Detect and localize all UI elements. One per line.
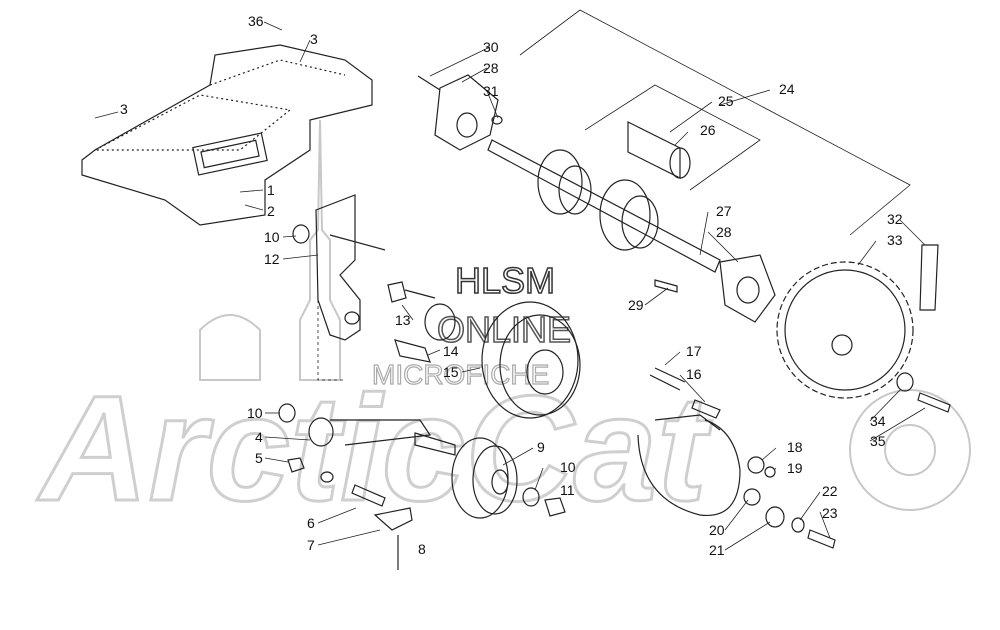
callout-18: 18 <box>787 439 803 455</box>
callout-33: 33 <box>887 232 903 248</box>
callout-3b: 3 <box>120 101 128 117</box>
watermark: ArcticCat HLSM ONLINE MICROFICHE <box>35 119 971 534</box>
callouts: 36 3 3 1 2 10 12 13 14 15 10 4 5 6 7 8 9… <box>120 13 903 558</box>
washer-20 <box>743 488 761 506</box>
idler-pulley-inner <box>472 445 518 515</box>
bolt-13 <box>387 281 436 303</box>
washer-21 <box>765 506 785 528</box>
watermark-logo: ArcticCat <box>36 364 713 532</box>
sprocket <box>776 261 914 399</box>
washer-19 <box>764 466 776 478</box>
nut-5b <box>320 471 334 483</box>
bolt-9 <box>414 432 456 456</box>
pin-17 <box>649 367 686 391</box>
callout-15: 15 <box>443 364 459 380</box>
bolt-23 <box>807 529 836 549</box>
callout-17: 17 <box>686 343 702 359</box>
callout-34: 34 <box>870 413 886 429</box>
flange-bushing <box>308 417 334 447</box>
watermark-wheel <box>849 389 971 511</box>
brake-band <box>637 419 741 517</box>
washer-10a <box>292 224 310 244</box>
bearing-flange-right <box>719 254 776 323</box>
callout-10c: 10 <box>560 459 576 475</box>
washer-10c <box>522 487 540 507</box>
idler-pulley-hub <box>491 469 509 495</box>
watermark-line-1: HLSM <box>455 260 555 301</box>
callout-4: 4 <box>255 429 263 445</box>
callout-7: 7 <box>307 537 315 553</box>
bolt-14 <box>394 339 431 363</box>
brake-band-top <box>654 414 721 431</box>
bracket <box>315 194 361 341</box>
callout-1: 1 <box>267 182 275 198</box>
bolt-30 <box>417 75 441 91</box>
nut-5 <box>287 457 305 473</box>
callout-35: 35 <box>870 433 886 449</box>
bearing-bore-right <box>736 276 760 304</box>
pin-16 <box>691 399 721 419</box>
shaft-assembly <box>487 139 721 273</box>
watermark-dome <box>199 314 261 381</box>
callout-25: 25 <box>718 93 734 109</box>
callout-19: 19 <box>787 460 803 476</box>
callout-22: 22 <box>822 483 838 499</box>
callout-14: 14 <box>443 343 459 359</box>
bracket-plate <box>330 419 432 446</box>
callout-5: 5 <box>255 450 263 466</box>
tube-end <box>669 147 691 179</box>
bearing-flange-top <box>434 74 499 151</box>
adjuster-bolt <box>351 484 386 507</box>
bracket-hole <box>344 311 360 325</box>
callout-16: 16 <box>686 366 702 382</box>
retaining-plate <box>373 507 413 531</box>
callout-24: 24 <box>779 81 795 97</box>
callout-20: 20 <box>709 522 725 538</box>
callout-28b: 28 <box>716 224 732 240</box>
callout-26: 26 <box>700 122 716 138</box>
callout-10b: 10 <box>247 405 263 421</box>
callout-6: 6 <box>307 515 315 531</box>
washer-34 <box>896 372 914 392</box>
callout-3a: 3 <box>310 31 318 47</box>
callout-11: 11 <box>560 482 575 498</box>
callout-8: 8 <box>418 541 426 557</box>
washer-22 <box>791 517 805 533</box>
nut-11 <box>544 497 566 517</box>
callout-36: 36 <box>248 13 264 29</box>
callout-10a: 10 <box>264 229 280 245</box>
callout-30: 30 <box>483 39 499 55</box>
callout-23: 23 <box>822 505 838 521</box>
callout-32: 32 <box>887 211 903 227</box>
callout-28a: 28 <box>483 60 499 76</box>
callout-12: 12 <box>264 251 280 267</box>
bracket-outline-dash <box>317 300 345 381</box>
callout-13: 13 <box>395 312 411 328</box>
watermark-spire <box>299 119 341 381</box>
bolt-35 <box>917 392 951 413</box>
washer-18 <box>747 456 765 474</box>
watermark-hub <box>884 424 936 476</box>
callout-21: 21 <box>709 542 725 558</box>
callout-27: 27 <box>716 203 732 219</box>
belly-pan <box>81 44 373 226</box>
assembly-25-bracket <box>584 84 761 191</box>
leader-lines <box>94 21 926 551</box>
callout-29: 29 <box>628 297 644 313</box>
callout-31: 31 <box>483 83 499 99</box>
callout-9: 9 <box>537 439 545 455</box>
drive-chain <box>919 244 939 311</box>
bracket-axle <box>329 234 386 251</box>
watermark-line-3: MICROFICHE <box>372 359 549 390</box>
callout-2: 2 <box>267 203 275 219</box>
bearing-bore-top <box>456 112 478 138</box>
key <box>654 279 678 293</box>
idler-wheel <box>424 301 581 419</box>
